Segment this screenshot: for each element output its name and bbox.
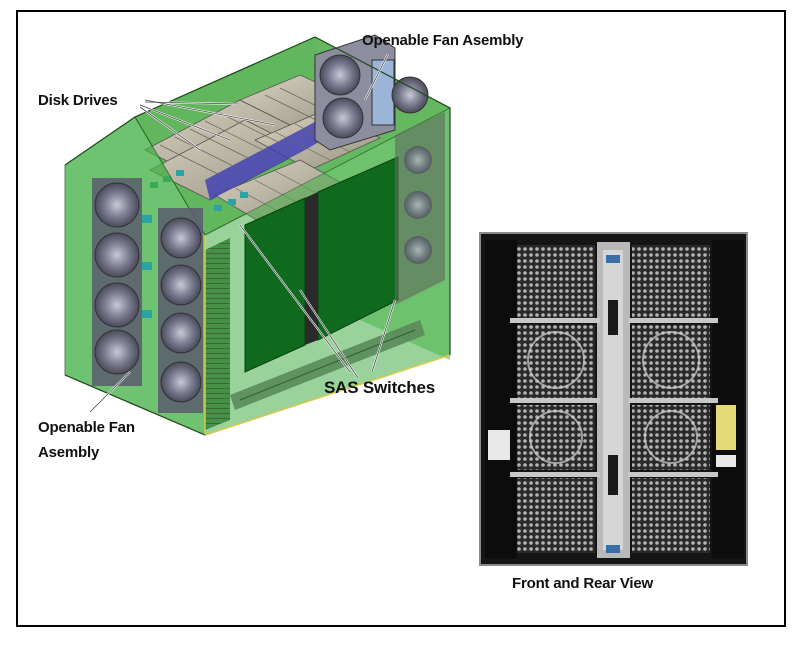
grille-icon — [517, 245, 710, 553]
fan-icon — [92, 178, 203, 413]
sas-switches-label: SAS Switches — [324, 378, 435, 397]
fan-left-line1: Openable Fan — [38, 419, 135, 436]
fan-left-line2: Asembly — [38, 444, 100, 461]
front-rear-view-caption: Front and Rear View — [512, 575, 653, 592]
disk-drive-icon — [144, 74, 381, 223]
storage-enclosure — [64, 34, 452, 436]
openable-fan-assembly-top-label: Openable Fan Asembly — [362, 32, 524, 49]
front-rear-view-photo — [479, 232, 748, 566]
sas-switch-boards — [230, 156, 425, 410]
fan-icon — [395, 112, 445, 305]
disk-drives-label: Disk Drives — [38, 92, 118, 109]
openable-fan-assembly-left-label: Openable Fan Asembly — [38, 415, 135, 465]
